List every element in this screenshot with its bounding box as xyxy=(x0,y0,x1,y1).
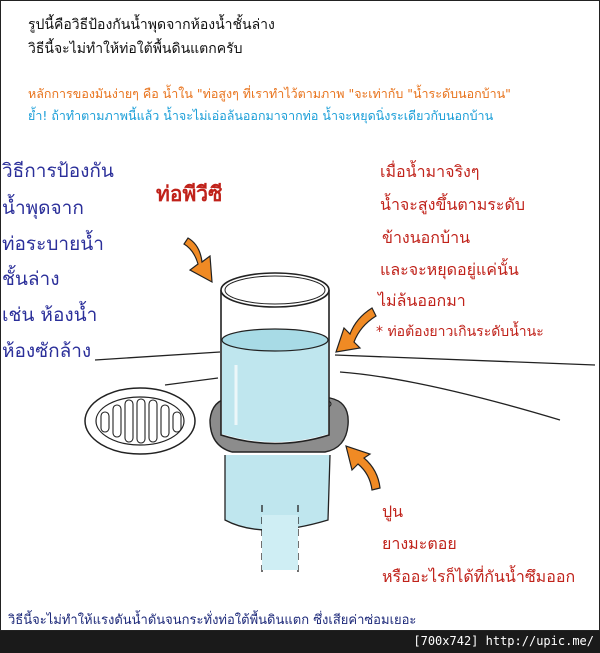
footer-source-text: [700x742] http://upic.me/ xyxy=(413,634,594,648)
pvc-pipe xyxy=(220,272,330,445)
seal-caption-line-2: ยางมะตอย xyxy=(382,534,457,553)
right-caption-line-6: * ท่อต้องยาวเกินระดับน้ำนะ xyxy=(376,324,544,340)
right-caption-line-1: เมื่อน้ำมาจริงๆ xyxy=(380,162,480,181)
principle-line-1: หลักการของมันง่ายๆ คือ น้ำใน "ท่อสูงๆ ที… xyxy=(28,86,511,101)
left-caption-line-6: ห้องซักล้าง xyxy=(2,340,92,362)
seal-caption-line-1: ปูน xyxy=(382,502,404,521)
right-caption-line-3: ข้างนอกบ้าน xyxy=(382,228,471,247)
arrow-to-seal-icon xyxy=(345,445,381,491)
left-caption-line-3: ท่อระบายน้ำ xyxy=(2,233,104,255)
footer-bar: [700x742] http://upic.me/ xyxy=(0,631,600,653)
arrow-to-pipe-icon xyxy=(183,237,213,284)
left-caption-line-2: น้ำพุดจาก xyxy=(2,197,84,219)
floor-drain-icon xyxy=(84,387,196,455)
header-line-2: วิธีนี้จะไม่ทำให้ท่อใต้พื้นดินแตกครับ xyxy=(28,41,243,57)
right-caption-line-5: ไม่ล้นออกมา xyxy=(378,291,466,310)
bottom-caption: วิธีนี้จะไม่ทำให้แรงดันน้ำดันจนกระทั่งท่… xyxy=(8,613,417,628)
header-line-1: รูปนี้คือวิธีป้องกันน้ำพุดจากห้องน้ำชั้น… xyxy=(28,17,275,33)
left-caption-line-5: เช่น ห้องน้ำ xyxy=(2,304,98,326)
arrow-to-water-icon xyxy=(335,307,377,353)
underground-pipe xyxy=(224,454,331,575)
right-caption-line-4: และจะหยุดอยู่แค่นั้น xyxy=(380,260,519,279)
seal-caption-line-3: หรืออะไรก็ได้ที่กันน้ำซึมออก xyxy=(382,567,576,586)
right-caption-line-2: น้ำจะสูงขึ้นตามระดับ xyxy=(380,195,525,214)
principle-line-2: ย้ำ! ถ้าทำตามภาพนี้แล้ว น้ำจะไม่เอ่อล้นอ… xyxy=(28,108,494,123)
pipe-label: ท่อพีวีซี xyxy=(156,182,223,206)
left-caption-line-1: วิธีการป้องกัน xyxy=(2,160,114,182)
pipe-illustration xyxy=(84,237,596,575)
left-caption-line-4: ชั้นล่าง xyxy=(2,268,60,290)
